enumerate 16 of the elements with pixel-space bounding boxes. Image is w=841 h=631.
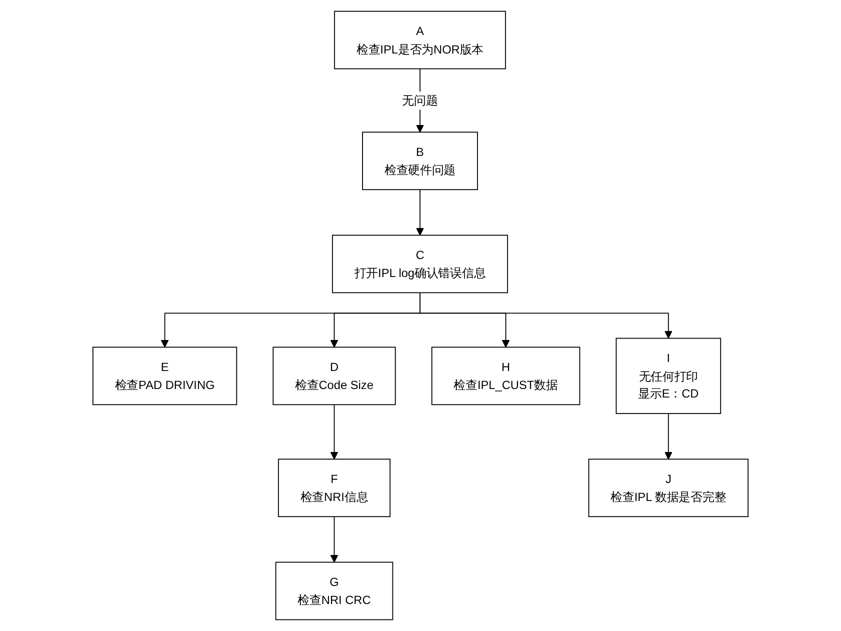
process-box: H 检查IPL_CUST数据 — [431, 346, 580, 406]
arrow — [416, 189, 424, 236]
process-box: J 检查IPL 数据是否完整 — [588, 458, 749, 518]
process-box: I 无任何打印 显示E：CD — [616, 338, 722, 414]
arrow — [664, 413, 672, 460]
process-box: G 检查NRI CRC — [275, 562, 394, 620]
process-box: B 检查硬件问题 — [362, 132, 478, 190]
edge-label: 无问题 — [402, 93, 438, 108]
arrow — [330, 516, 338, 563]
process-box: D 检查Code Size — [272, 346, 396, 406]
arrow — [420, 292, 672, 339]
arrow — [330, 404, 338, 460]
process-box: F 检查NRI信息 — [278, 458, 391, 518]
process-box: E 检查PAD DRIVING — [92, 346, 238, 406]
process-box: A 检查IPL是否为NOR版本 — [334, 10, 506, 70]
process-box: C 打开IPL log确认错误信息 — [332, 234, 508, 294]
